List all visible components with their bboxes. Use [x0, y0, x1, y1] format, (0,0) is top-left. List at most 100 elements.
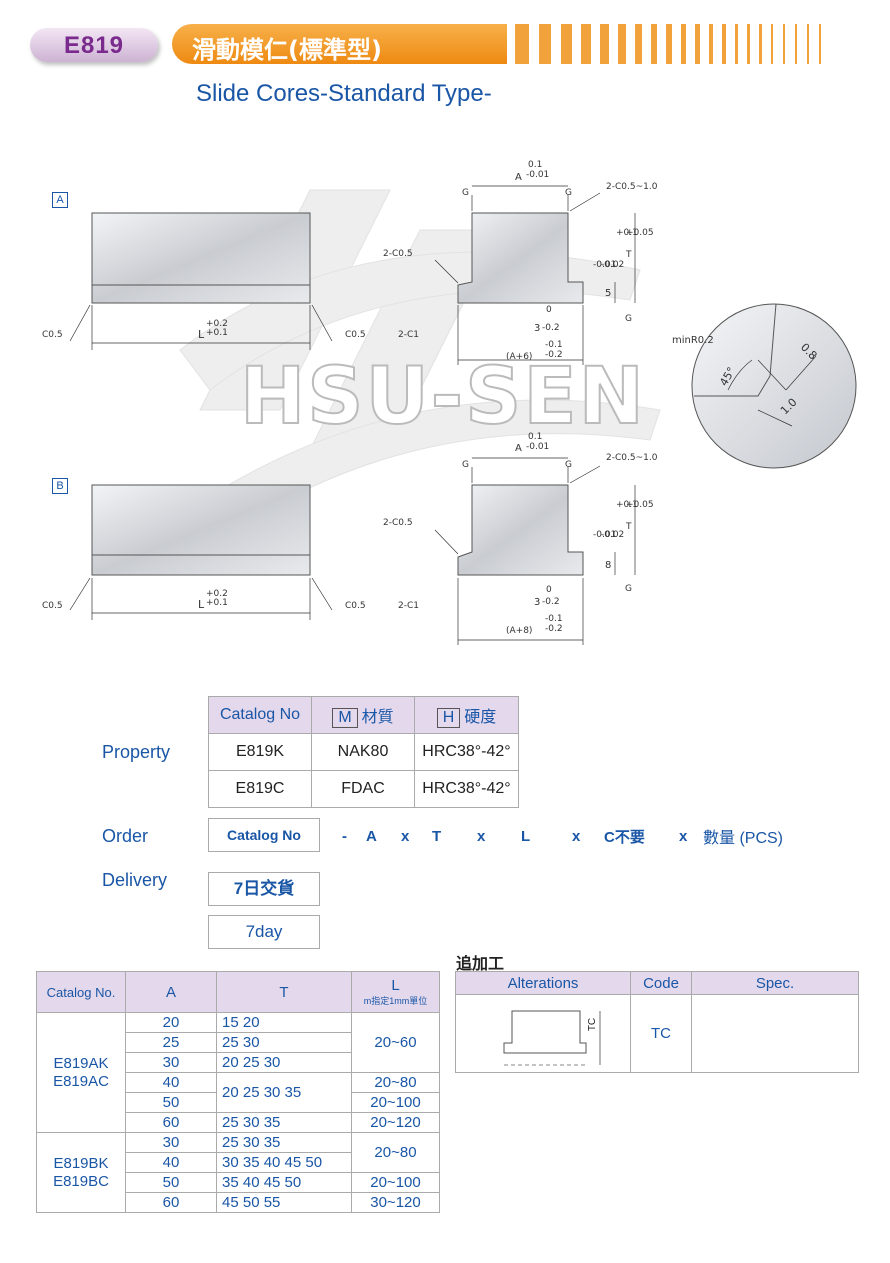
delivery-en-box: 7day: [208, 915, 320, 949]
dim-b-chamfer-top: 2-C0.5~1.0: [606, 453, 658, 463]
spec-t: 20 25 30 35: [216, 1072, 352, 1113]
spec-a: 60: [125, 1192, 217, 1213]
alt-diagram: [503, 1010, 601, 1066]
dim-b-3-tol-top: 0: [546, 585, 552, 595]
dim-t: T: [626, 250, 632, 260]
dim-chamfer-side: 2-C0.5: [383, 249, 413, 259]
dim-a-tol-bot: -0.01: [526, 170, 550, 180]
order-item: L: [521, 828, 531, 845]
spec-a: 50: [125, 1172, 217, 1193]
dim-g-bottom: G: [625, 314, 632, 324]
dim-b-c05-left: C0.5: [42, 601, 63, 611]
alt-header-alterations: Alterations: [455, 971, 631, 995]
order-item: C不要: [604, 829, 645, 846]
dim-b-a: A: [515, 443, 522, 454]
property-catalog: E819C: [208, 770, 312, 808]
watermark-text: HSU-SEN: [239, 351, 646, 443]
property-hardness: HRC38°-42°: [414, 733, 519, 771]
property-row: E819C FDAC HRC38°-42°: [208, 770, 519, 808]
order-item: T: [432, 828, 442, 845]
dim-b-3-tol-bot: -0.2: [542, 597, 560, 607]
dim-t-tol-top: +0.1: [616, 228, 638, 238]
dim-b-extra-tol-top: -0.1: [545, 614, 563, 624]
dim-overall: (A+6): [506, 352, 533, 362]
alterations-table: Alterations Code Spec. TC TC: [455, 971, 859, 1073]
spec-a: 40: [125, 1152, 217, 1173]
material-badge: M: [332, 707, 358, 728]
dim-l: L: [198, 328, 205, 341]
alt-dim-label: TC: [587, 1017, 599, 1032]
hardness-header-text: 硬度: [464, 708, 497, 726]
spec-a: 30: [125, 1052, 217, 1073]
dim-b-chamfer-bottom: 2-C1: [398, 601, 419, 611]
drawing-a-label: A: [52, 192, 68, 208]
detail-radius: minR0.2: [672, 335, 714, 346]
order-item: A: [366, 828, 377, 845]
spec-header-catalog: Catalog No.: [36, 971, 126, 1013]
alt-spec: [691, 994, 859, 1073]
alterations-title: 追加工: [456, 956, 505, 973]
drawing-b: [69, 457, 636, 645]
dim-b-t: T: [626, 522, 632, 532]
detail-circle: [691, 303, 857, 469]
dim-extra-tol-top: -0.1: [545, 340, 563, 350]
property-material: NAK80: [311, 733, 415, 771]
catalog-line: E819BK: [53, 1154, 109, 1172]
dim-b-3: 3: [534, 597, 541, 608]
spec-header-a: A: [125, 971, 217, 1013]
dim-extra-tol-bot: -0.2: [545, 350, 563, 360]
order-item: x: [572, 828, 581, 845]
property-material: FDAC: [311, 770, 415, 808]
property-row: E819K NAK80 HRC38°-42°: [208, 733, 519, 771]
product-code: E819: [63, 32, 125, 59]
order-label: Order: [102, 826, 149, 846]
dim-b-g-right: G: [565, 460, 572, 470]
spec-header-l-text: L: [391, 977, 400, 994]
dim-a: A: [515, 172, 522, 183]
spec-l: 20~120: [351, 1112, 440, 1133]
spec-t: 15 20: [216, 1012, 352, 1033]
dim-a-tol-top: 0.1: [528, 160, 543, 170]
spec-header-l-note: m指定1mm單位: [363, 996, 428, 1006]
property-label: Property: [102, 742, 171, 762]
dim-chamfer-top: 2-C0.5~1.0: [606, 182, 658, 192]
dim-s-tol-top: -0.01: [593, 260, 617, 270]
dim-l-tol-bot: +0.1: [206, 328, 228, 338]
header-stripes: [515, 24, 875, 64]
material-header-text: 材質: [361, 708, 394, 726]
dim-b-overall: (A+8): [506, 626, 533, 636]
spec-t: 30 35 40 45 50: [216, 1152, 352, 1173]
alt-code: TC: [630, 994, 692, 1073]
dim-c05-right: C0.5: [345, 330, 366, 340]
spec-t: 25 30 35: [216, 1112, 352, 1133]
spec-l: 20~100: [351, 1172, 440, 1193]
dim-b-g-left: G: [462, 460, 469, 470]
dim-3-tol-bot: -0.2: [542, 323, 560, 333]
dim-b-c05-right: C0.5: [345, 601, 366, 611]
spec-l: 20~100: [351, 1092, 440, 1113]
spec-a: 20: [125, 1012, 217, 1033]
property-catalog: E819K: [208, 733, 312, 771]
dim-b-a-tol-top: 0.1: [528, 432, 543, 442]
dim-b-step: 8: [605, 560, 612, 571]
drawing-a: [69, 185, 636, 365]
delivery-cn-box: 7日交貨: [208, 872, 320, 906]
order-item: x: [477, 828, 486, 845]
spec-l: 30~120: [351, 1192, 440, 1213]
spec-l: 20~80: [351, 1132, 440, 1173]
spec-a: 30: [125, 1132, 217, 1153]
dim-b-s-tol-bot: -0.02: [601, 530, 625, 540]
dim-g-right: G: [565, 188, 572, 198]
hardness-badge: H: [436, 707, 461, 728]
dim-l-tol-top: +0.2: [206, 319, 228, 329]
dim-b-extra-tol-bot: -0.2: [545, 624, 563, 634]
spec-header-t: T: [216, 971, 352, 1013]
spec-a: 60: [125, 1112, 217, 1133]
order-item: x: [679, 828, 688, 845]
